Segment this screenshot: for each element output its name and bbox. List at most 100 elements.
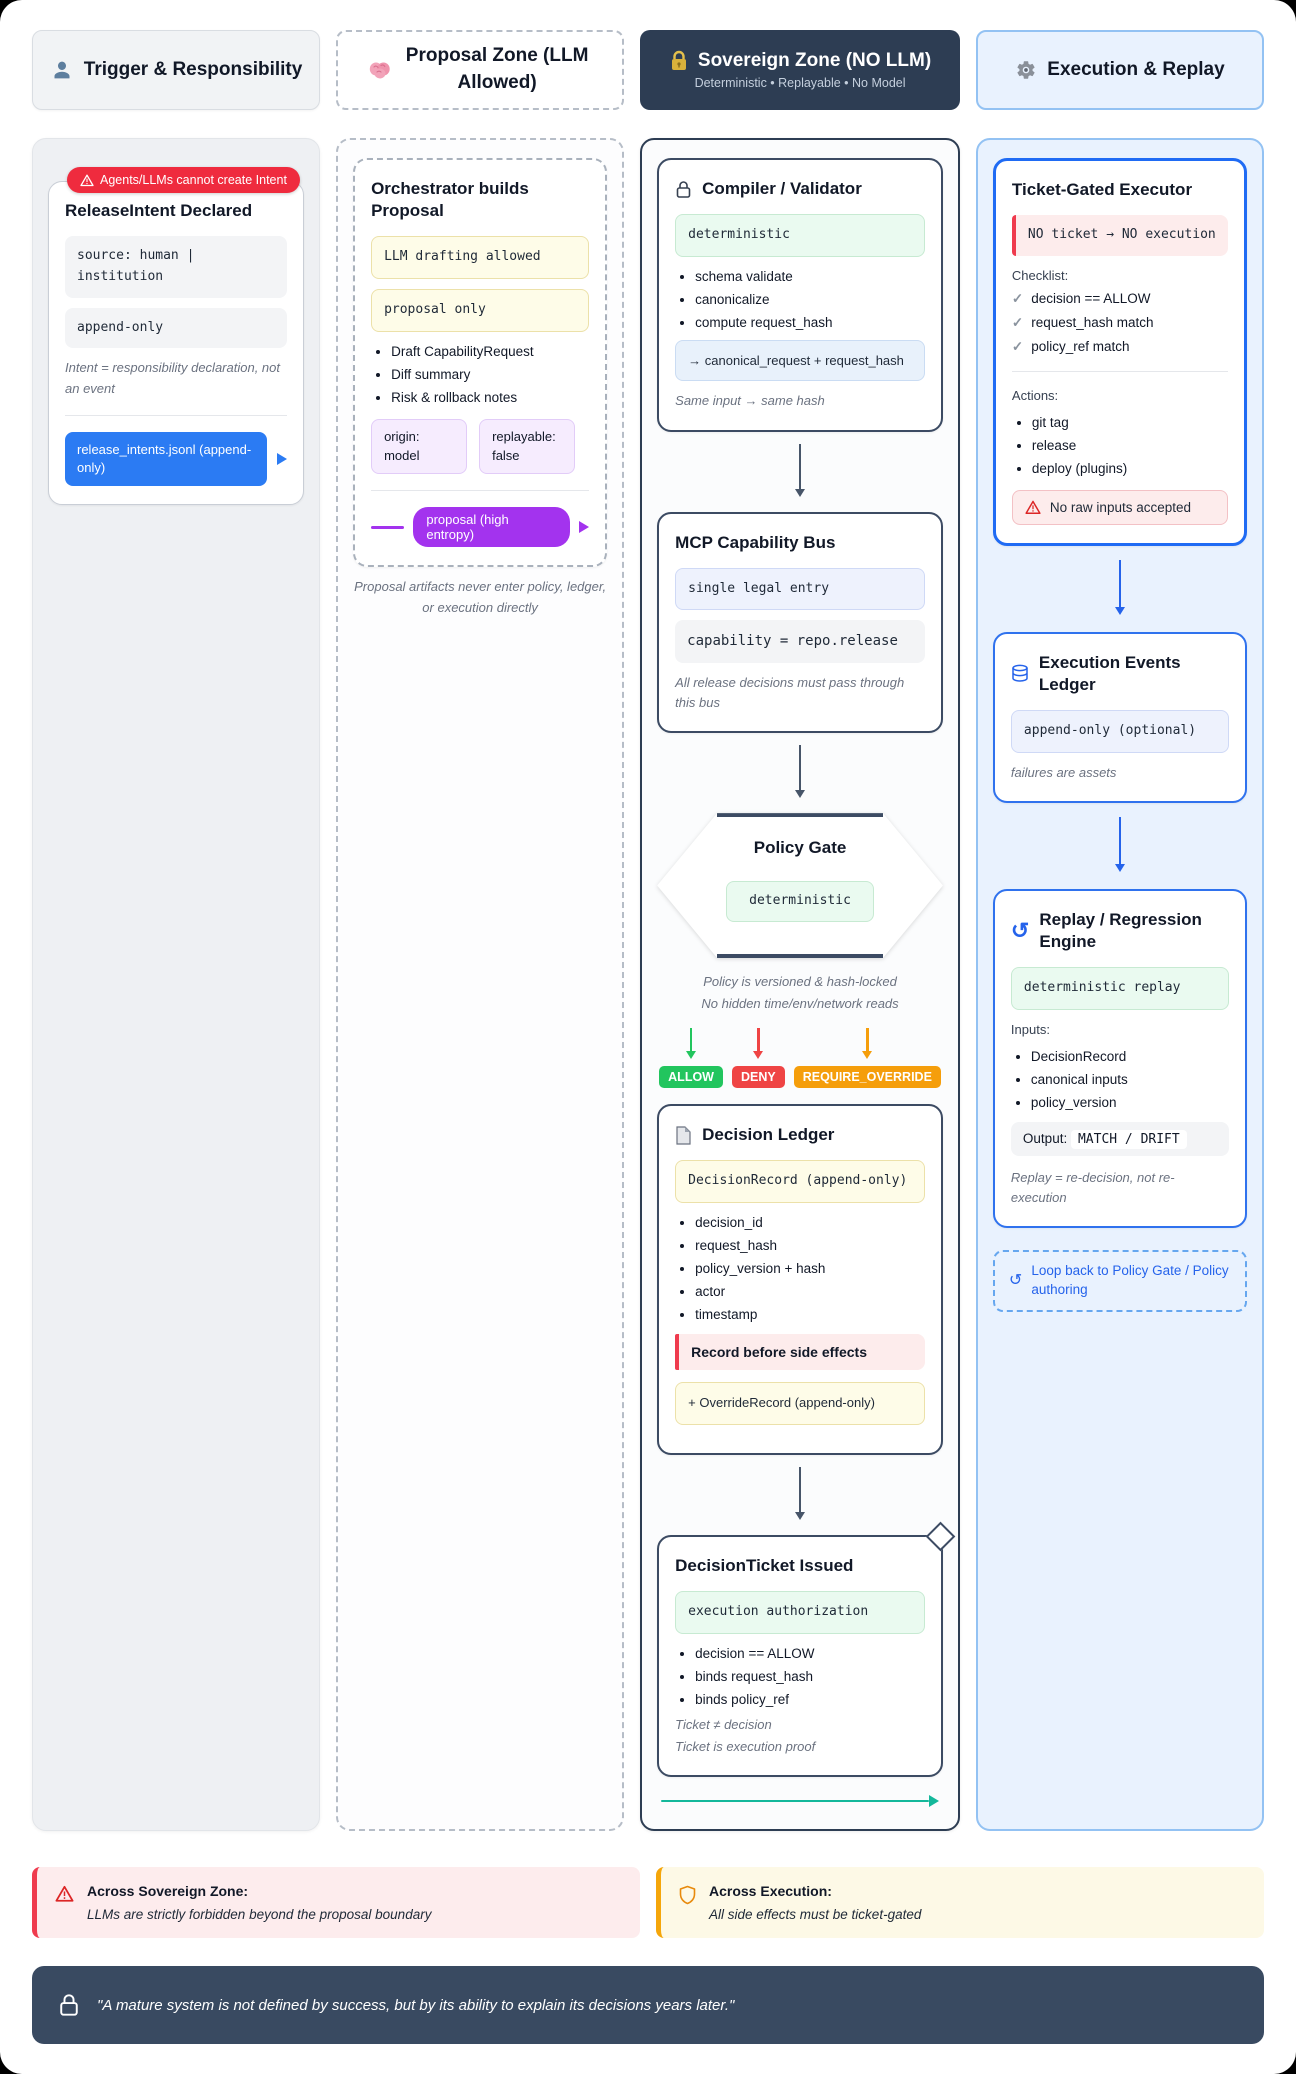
compiler-bullets: schema validate canonicalize compute req…: [675, 269, 925, 330]
warning-triangle-icon: [80, 174, 94, 187]
replay-icon: ↺: [1010, 918, 1030, 944]
green-arrow-down: [689, 1028, 693, 1053]
panel-proposal: Orchestrator builds Proposal LLM draftin…: [336, 138, 625, 1832]
execution-authorization-tag: execution authorization: [675, 1591, 925, 1634]
brain-icon: [368, 59, 392, 81]
decision-record-code: DecisionRecord (append-only): [675, 1160, 925, 1204]
mcp-bus-card: MCP Capability Bus single legal entry ca…: [657, 511, 943, 734]
database-icon: [1011, 664, 1029, 683]
list-item: Risk & rollback notes: [391, 390, 589, 405]
sovereign-footnote-title: Across Sovereign Zone:: [87, 1883, 249, 1900]
replay-title-row: ↺ Replay / Regression Engine: [1011, 909, 1229, 953]
purple-play-icon: [579, 521, 590, 534]
list-item: binds policy_ref: [695, 1692, 925, 1707]
document-icon: [675, 1126, 692, 1145]
panel-execution: Ticket-Gated Executor NO ticket → NO exe…: [975, 138, 1264, 1832]
policy-gate: Policy Gate deterministic: [657, 813, 943, 958]
output-label: Output:: [1022, 1131, 1068, 1146]
lock-outline-icon: [58, 1992, 80, 2018]
gate-note-2: No hidden time/env/network reads: [701, 996, 899, 1012]
red-arrow-down: [757, 1028, 760, 1053]
list-item: policy_version + hash: [695, 1261, 925, 1276]
actions-label: Actions:: [1011, 387, 1059, 403]
flow-arrow-down-blue: [1118, 559, 1122, 608]
append-only-optional-tag: append-only (optional): [1010, 710, 1229, 753]
no-raw-inputs-text: No raw inputs accepted: [1049, 499, 1191, 515]
check-icon: ✓: [1011, 338, 1024, 354]
header-proposal-title: Proposal Zone (LLM Allowed): [405, 45, 589, 93]
orchestrator-title: Orchestrator builds Proposal: [371, 179, 529, 221]
gold-lock-icon: [669, 50, 689, 72]
release-intent-title: ReleaseIntent Declared: [65, 201, 253, 220]
compiler-note: Same input → same hash: [675, 393, 825, 409]
warning-triangle-icon: [1025, 500, 1041, 515]
capability-code: capability = repo.release: [675, 620, 925, 663]
loop-icon: ↺: [1008, 1272, 1023, 1290]
panel-sovereign: Compiler / Validator deterministic schem…: [640, 138, 960, 1832]
loop-back-link[interactable]: ↺ Loop back to Policy Gate / Policy auth…: [992, 1250, 1247, 1313]
checklist-item: ✓ policy_ref match: [1012, 339, 1228, 355]
gear-icon: [1015, 59, 1037, 81]
checklist-text: policy_ref match: [1031, 338, 1130, 354]
orchestrator-card: Orchestrator builds Proposal LLM draftin…: [353, 158, 608, 568]
single-legal-entry-tag: single legal entry: [675, 567, 925, 611]
output-value: MATCH / DRIFT: [1070, 1130, 1187, 1149]
intent-warning-label: Agents/LLMs cannot create Intent: [100, 173, 287, 187]
list-item: release: [1032, 438, 1228, 453]
ledger-bullets: decision_id request_hash policy_version …: [675, 1215, 925, 1322]
quote-text: "A mature system is not defined by succe…: [97, 1996, 735, 2014]
execution-footnote-body: Across Execution: All side effects must …: [709, 1883, 921, 1922]
intent-divider: [65, 414, 288, 416]
intent-source-code: source: human | institution: [65, 236, 288, 298]
gate-top-edge: [717, 813, 883, 817]
release-intent-card: Agents/LLMs cannot create Intent Release…: [48, 167, 305, 506]
replay-note: Replay = re-decision, not re-execution: [1010, 1170, 1175, 1206]
sovereign-footnote: Across Sovereign Zone: LLMs are strictly…: [32, 1867, 640, 1939]
mcp-bus-note: All release decisions must pass through …: [675, 674, 905, 710]
override-record-code: + OverrideRecord (append-only): [675, 1382, 925, 1425]
header-trigger-responsibility: Trigger & Responsibility: [32, 30, 321, 110]
policy-gate-title: Policy Gate: [753, 838, 847, 858]
replay-title: Replay / Regression Engine: [1039, 910, 1202, 952]
gate-note-1: Policy is versioned & hash-locked: [703, 973, 897, 989]
panel-trigger: Agents/LLMs cannot create Intent Release…: [32, 138, 321, 1832]
execution-events-ledger-card: Execution Events Ledger append-only (opt…: [992, 631, 1247, 804]
checklist-item: ✓ decision == ALLOW: [1012, 291, 1228, 307]
proposal-flow-row: proposal (high entropy): [371, 507, 590, 548]
list-item: decision == ALLOW: [695, 1646, 925, 1661]
decision-ledger-title-row: Decision Ledger: [675, 1124, 925, 1146]
deny-badge: DENY: [731, 1066, 785, 1089]
check-icon: ✓: [1011, 290, 1024, 306]
compiler-validator-card: Compiler / Validator deterministic schem…: [657, 158, 943, 432]
deterministic-replay-tag: deterministic replay: [1010, 967, 1229, 1010]
executor-title: Ticket-Gated Executor: [1011, 180, 1193, 199]
decision-ledger-card: Decision Ledger DecisionRecord (append-o…: [657, 1104, 943, 1455]
proposal-caption: Proposal artifacts never enter policy, l…: [354, 579, 607, 615]
replay-output-box: Output: MATCH / DRIFT: [1010, 1122, 1229, 1156]
list-item: decision_id: [695, 1215, 925, 1230]
list-item: deploy (plugins): [1032, 461, 1228, 476]
header-sovereign-zone: Sovereign Zone (NO LLM) Deterministic • …: [640, 30, 960, 110]
orange-arrow-down: [866, 1028, 869, 1053]
origin-model-chip: origin: model: [371, 418, 468, 475]
blue-play-icon: [277, 452, 288, 465]
compiler-title: Compiler / Validator: [702, 179, 862, 198]
decision-ledger-title: Decision Ledger: [702, 1125, 835, 1145]
orchestrator-bullets: Draft CapabilityRequest Diff summary Ris…: [371, 344, 589, 405]
executor-divider: [1011, 370, 1228, 372]
footnotes-row: Across Sovereign Zone: LLMs are strictly…: [32, 1867, 1264, 1939]
decision-ticket-title: DecisionTicket Issued: [675, 1555, 854, 1575]
list-item: compute request_hash: [695, 315, 925, 330]
list-item: actor: [695, 1284, 925, 1299]
header-proposal-zone: Proposal Zone (LLM Allowed): [336, 30, 625, 110]
teal-flow-arrow: [661, 1795, 939, 1808]
list-item: canonical inputs: [1031, 1072, 1229, 1087]
policy-gate-shape: Policy Gate deterministic: [657, 813, 943, 958]
list-item: DecisionRecord: [1031, 1049, 1229, 1064]
checklist-text: request_hash match: [1031, 314, 1154, 330]
events-ledger-title: Execution Events Ledger: [1038, 652, 1181, 694]
require-override-badge: REQUIRE_OVERRIDE: [793, 1066, 941, 1089]
release-intents-file-button[interactable]: release_intents.jsonl (append-only): [65, 431, 268, 487]
inputs-label: Inputs:: [1010, 1022, 1050, 1037]
ticket-diamond-marker: [925, 1521, 956, 1552]
